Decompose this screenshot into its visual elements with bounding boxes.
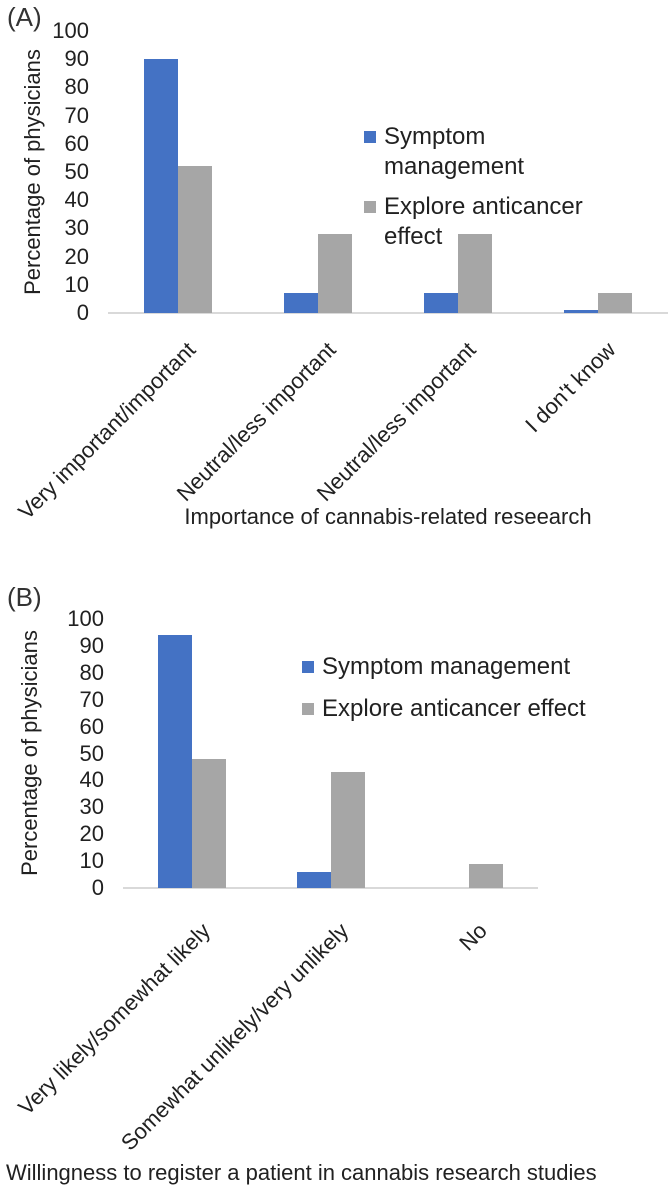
bar-symptom-management-very-likely-somewhat-likely	[158, 635, 193, 888]
bar-symptom-management-somewhat-unlikely-very-unlikely	[296, 872, 331, 888]
bar-explore-anticancer-effect-neutral-less-important	[458, 234, 492, 313]
legend-item-symptom-management: Symptom management	[302, 652, 586, 682]
plot-area	[108, 31, 668, 314]
y-tick-label: 70	[64, 102, 89, 128]
y-tick-label: 10	[79, 848, 104, 874]
legend-label: Symptom management	[384, 123, 525, 180]
panel-b-label: (B)	[7, 582, 42, 612]
y-tick-label: 80	[64, 74, 89, 100]
y-tick-label: 50	[64, 159, 89, 184]
bar-explore-anticancer-effect-neutral-less-important	[318, 234, 352, 313]
x-axis-title: Importance of cannabis-related reseearch	[184, 504, 592, 529]
legend-swatch-icon	[364, 201, 376, 213]
y-tick-label: 20	[64, 243, 89, 269]
y-tick-label: 90	[79, 632, 104, 658]
bar-explore-anticancer-effect-somewhat-unlikely-very-unlikely	[330, 772, 365, 888]
legend-item-symptom-management: Symptom management	[364, 122, 596, 182]
x-category-label: I don't know	[520, 337, 621, 438]
legend-swatch-icon	[302, 661, 314, 673]
legend-label: Explore anticancer effect	[322, 695, 586, 722]
legend-swatch-icon	[302, 703, 314, 715]
bar-symptom-management-neutral-less-important	[284, 293, 318, 313]
y-tick-label: 0	[76, 300, 89, 325]
y-tick-label: 60	[64, 130, 89, 156]
legend-item-explore-anticancer-effect: Explore anticancer effect	[364, 192, 596, 252]
y-tick-label: 0	[91, 875, 104, 900]
y-tick-label: 40	[79, 767, 104, 793]
y-tick-label: 10	[64, 271, 89, 297]
y-tick-label: 100	[67, 606, 104, 631]
x-category-label: No	[453, 918, 492, 956]
x-axis-line	[108, 312, 668, 314]
x-axis-line	[123, 887, 538, 889]
y-tick-label: 60	[79, 713, 104, 739]
x-category-label: Somewhat unlikely/very unlikely	[115, 918, 354, 1156]
legend-item-explore-anticancer-effect: Explore anticancer effect	[302, 694, 586, 724]
y-tick-label: 20	[79, 821, 104, 847]
y-tick-label: 50	[79, 740, 104, 766]
x-category-label: Neutral/less important	[171, 337, 341, 506]
x-category-label: Very important/important	[13, 337, 201, 525]
bar-symptom-management-very-important-important	[144, 59, 178, 313]
y-tick-label: 90	[64, 46, 89, 72]
y-tick-label: 70	[79, 686, 104, 712]
plot-area	[123, 619, 538, 889]
panel-a-label: (A)	[7, 2, 42, 32]
y-tick-label: 30	[79, 794, 104, 820]
legend-label: Symptom management	[322, 653, 571, 680]
bar-explore-anticancer-effect-no	[468, 864, 503, 888]
legend-label: Explore anticancer effect	[384, 193, 583, 250]
x-axis-title: Willingness to register a patient in can…	[6, 1160, 597, 1185]
bar-explore-anticancer-effect-very-likely-somewhat-likely	[192, 759, 227, 888]
bar-symptom-management-neutral-less-important	[424, 293, 458, 313]
x-category-label: Neutral/less important	[311, 337, 481, 506]
bar-explore-anticancer-effect-very-important-important	[178, 166, 212, 313]
bar-symptom-management-i-don-t-know	[564, 310, 598, 313]
y-tick-label: 100	[52, 18, 89, 43]
y-tick-label: 80	[79, 659, 104, 685]
y-tick-label: 30	[64, 215, 89, 241]
y-tick-label: 40	[64, 187, 89, 213]
bar-explore-anticancer-effect-i-don-t-know	[598, 293, 632, 313]
legend-swatch-icon	[364, 131, 376, 143]
